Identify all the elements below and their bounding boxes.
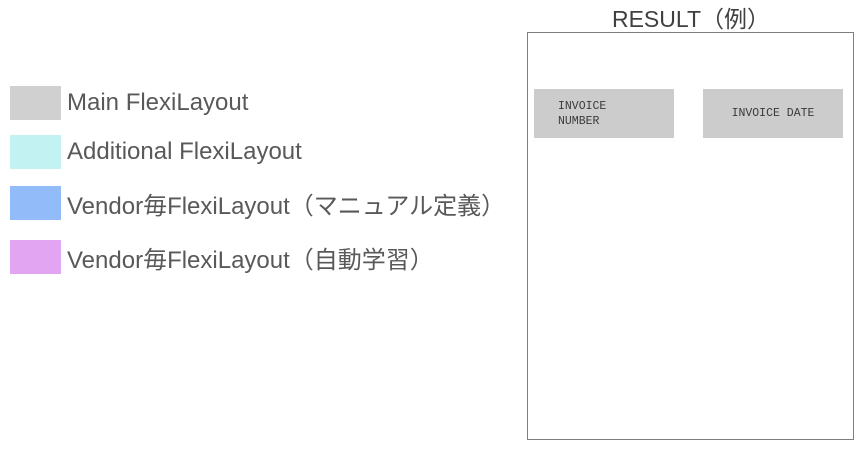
legend-item-vendor-auto-flexilayout: Vendor毎FlexiLayout（自動学習） (10, 240, 434, 274)
invoice-date-label: INVOICE DATE (731, 107, 815, 120)
legend-item-vendor-manual-flexilayout: Vendor毎FlexiLayout（マニュアル定義） (10, 186, 505, 220)
result-title: RESULT（例） (611, 6, 771, 32)
legend-item-additional-flexilayout: Additional FlexiLayout (10, 135, 302, 169)
result-document-frame (527, 32, 854, 440)
legend-swatch-main (10, 86, 61, 120)
legend-label-vendor-auto: Vendor毎FlexiLayout（自動学習） (67, 246, 434, 274)
legend-label-additional: Additional FlexiLayout (67, 138, 302, 165)
invoice-number-label: INVOICE NUMBER (558, 99, 607, 128)
legend-item-main-flexilayout: Main FlexiLayout (10, 86, 248, 120)
legend-label-vendor-manual: Vendor毎FlexiLayout（マニュアル定義） (67, 192, 506, 220)
legend-swatch-vendor-manual (10, 186, 61, 220)
legend-swatch-additional (10, 135, 61, 169)
invoice-date-field: INVOICE DATE (703, 89, 843, 138)
legend-label-main: Main FlexiLayout (67, 89, 249, 116)
legend-swatch-vendor-auto (10, 240, 61, 274)
invoice-number-field: INVOICE NUMBER (534, 89, 674, 138)
